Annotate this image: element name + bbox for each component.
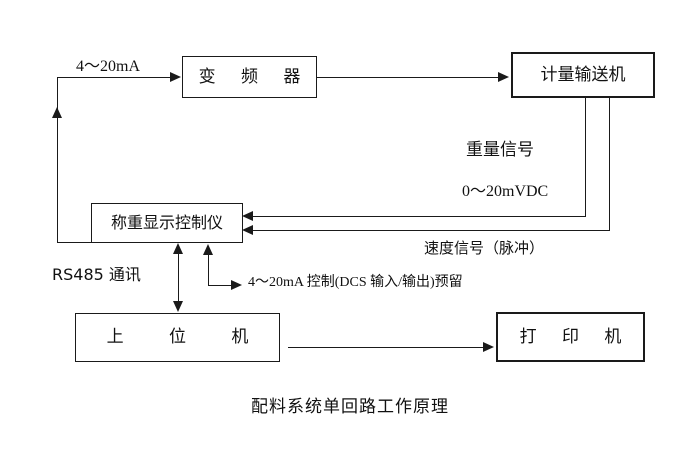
label-weight-signal-name: 重量信号 (466, 140, 534, 160)
node-inverter[interactable]: 变 频 器 (182, 56, 317, 98)
line-current-to-inverter (148, 77, 172, 78)
node-metering-conveyor-label: 计量输送机 (540, 64, 626, 85)
line-feedback-top (57, 77, 162, 78)
label-current-signal: 4～20mA (76, 58, 141, 75)
arrowhead-into-conveyor (498, 72, 509, 82)
node-metering-conveyor[interactable]: 计量输送机 (511, 52, 655, 98)
arrowhead-rs485-down (173, 301, 183, 312)
line-speed-signal-vertical (609, 98, 610, 230)
line-feedback-left (57, 77, 58, 243)
arrowhead-weight-signal (242, 211, 253, 221)
line-speed-signal-horizontal (253, 230, 610, 231)
label-dcs-reserved: 4～20mA 控制(DCS 输入/输出)预留 (248, 275, 463, 290)
arrowhead-dcs-up (203, 244, 213, 255)
arrowhead-feedback-up (52, 107, 62, 118)
node-weighing-controller-label: 称重显示控制仪 (110, 213, 223, 232)
arrowhead-speed-signal (242, 225, 253, 235)
node-printer[interactable]: 打 印 机 (496, 312, 645, 362)
node-host-computer[interactable]: 上 位 机 (75, 313, 280, 362)
line-weight-signal-vertical (585, 98, 586, 216)
node-host-computer-label: 上 位 机 (106, 327, 269, 347)
line-inverter-to-conveyor (317, 77, 500, 78)
line-feedback-bottom (57, 242, 92, 243)
line-weight-signal-horizontal (253, 216, 586, 217)
label-speed-signal: 速度信号（脉冲） (424, 239, 545, 257)
node-inverter-label: 变 频 器 (198, 66, 311, 87)
diagram-caption: 配料系统单回路工作原理 (251, 397, 449, 417)
label-weight-signal-range: 0～20mVDC (462, 183, 549, 200)
arrowhead-into-printer (483, 342, 494, 352)
arrowhead-rs485-up (173, 243, 183, 254)
node-printer-label: 打 印 机 (519, 326, 632, 347)
line-rs485 (178, 248, 179, 306)
line-host-to-printer (288, 347, 485, 348)
line-dcs-horizontal (208, 285, 234, 286)
line-dcs-vertical (208, 249, 209, 286)
node-weighing-controller[interactable]: 称重显示控制仪 (91, 203, 243, 243)
label-rs485: RS485 通讯 (52, 265, 141, 284)
arrowhead-dcs-right (231, 280, 242, 290)
arrowhead-into-inverter (170, 72, 181, 82)
